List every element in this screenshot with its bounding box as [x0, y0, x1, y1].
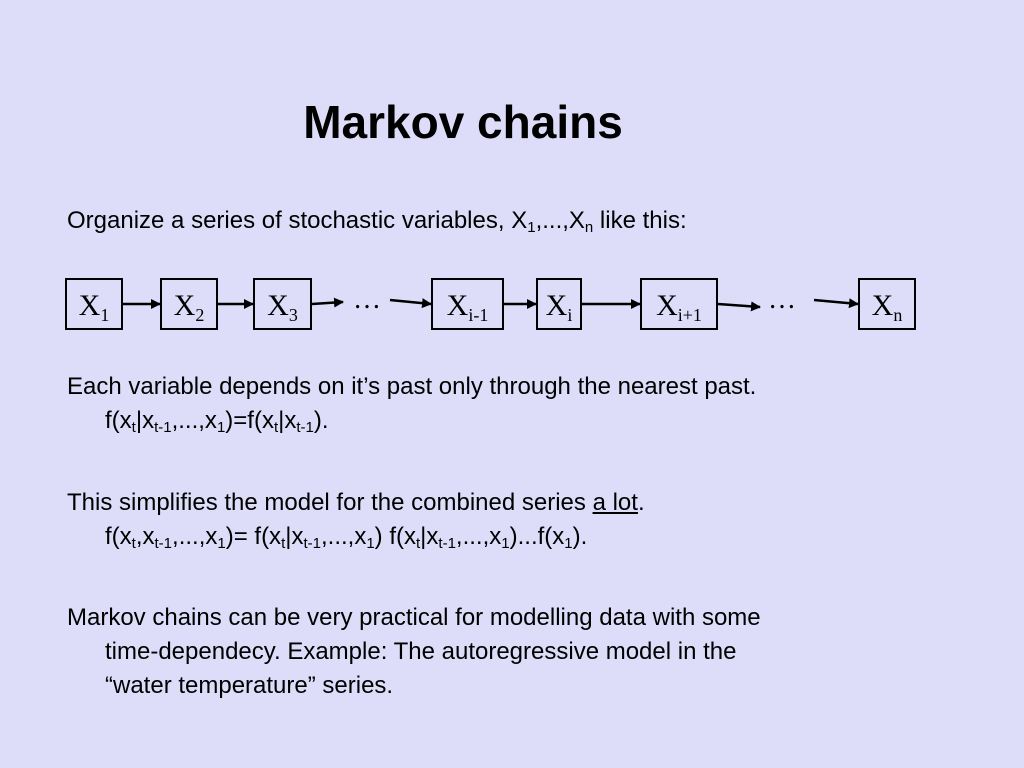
- intro-paragraph: Organize a series of stochastic variable…: [67, 204, 967, 238]
- underlined-a-lot: a lot: [592, 489, 638, 516]
- paragraph-3-line-3: “water temperature” series.: [105, 672, 394, 699]
- intro-sub-1: 1: [527, 219, 536, 236]
- intro-text: Organize a series of stochastic variable…: [67, 207, 528, 234]
- intro-mid: ,...,X: [535, 207, 585, 234]
- arrow-ellipsis-xi-1: [389, 298, 432, 309]
- node-xi-1: Xi-1: [431, 278, 504, 330]
- paragraph-practical: Markov chains can be very practical for …: [67, 601, 967, 703]
- paragraph-3-line-1: Markov chains can be very practical for …: [67, 604, 761, 631]
- arrow-ellipsis-xn: [813, 298, 859, 309]
- paragraph-3-line-2: time-dependecy. Example: The autoregress…: [105, 638, 737, 665]
- arrow-xi+1-ellipsis: [717, 301, 761, 312]
- node-x3: X3: [253, 278, 312, 330]
- arrow-x3-ellipsis: [311, 297, 344, 308]
- node-xn: Xn: [858, 278, 916, 330]
- intro-after: like this:: [593, 207, 687, 234]
- node-xi+1: Xi+1: [640, 278, 718, 330]
- paragraph-nearest-past: Each variable depends on it’s past only …: [67, 370, 967, 438]
- paragraph-1-line: Each variable depends on it’s past only …: [67, 373, 757, 400]
- paragraph-2-line: This simplifies the model for the combin…: [67, 489, 645, 516]
- node-x2: X2: [160, 278, 218, 330]
- formula-joint-factorization: f(xt,xt-1,...,x1)= f(xt|xt-1,...,x1) f(x…: [105, 523, 588, 552]
- chain-ellipsis-2: …: [768, 284, 796, 315]
- node-x1: X1: [65, 278, 123, 330]
- formula-markov-property: f(xt|xt-1,...,x1)=f(xt|xt-1).: [105, 407, 329, 436]
- chain-ellipsis-1: …: [353, 284, 381, 315]
- slide-title: Markov chains: [303, 96, 623, 148]
- paragraph-simplifies: This simplifies the model for the combin…: [67, 486, 967, 554]
- intro-sub-n: n: [584, 219, 594, 236]
- node-xi: Xi: [536, 278, 582, 330]
